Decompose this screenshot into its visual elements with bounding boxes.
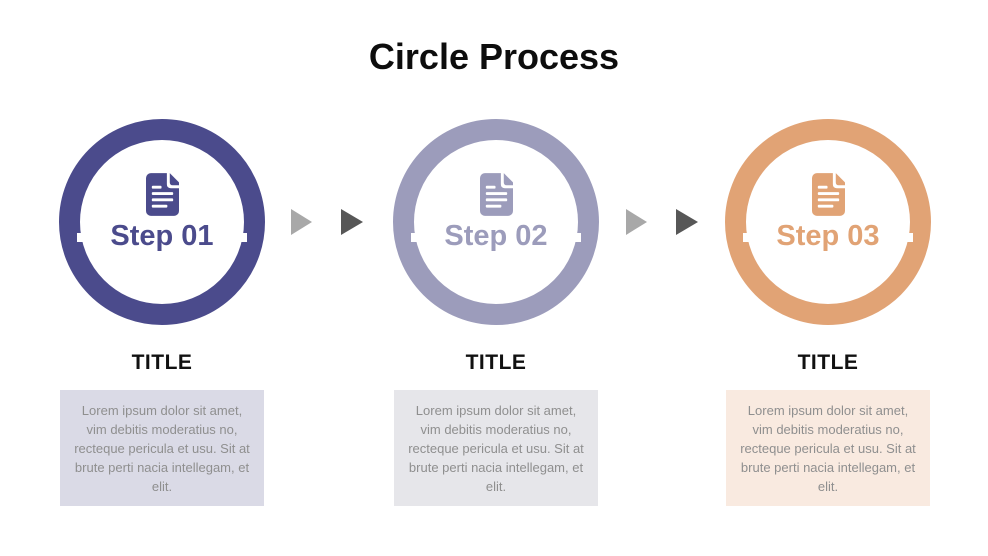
step-label: Step 03: [776, 220, 880, 253]
step-circle-1: Step 01: [59, 119, 265, 325]
arrow-right-icon: [676, 209, 698, 235]
section-title: TITLE: [465, 351, 527, 374]
ring-gap-right: [887, 233, 913, 242]
section-title: TITLE: [797, 351, 859, 374]
arrow-right-icon: [341, 209, 363, 235]
ring-gap-left: [77, 233, 103, 242]
ring-gap-right: [555, 233, 581, 242]
description-text: Lorem ipsum dolor sit amet, vim debitis …: [408, 402, 584, 494]
arrow-right-icon: [291, 209, 312, 235]
description-box: Lorem ipsum dolor sit amet, vim debitis …: [726, 390, 930, 506]
step-label: Step 01: [110, 220, 214, 253]
description-box: Lorem ipsum dolor sit amet, vim debitis …: [394, 390, 598, 506]
section-title: TITLE: [131, 351, 193, 374]
description-box: Lorem ipsum dolor sit amet, vim debitis …: [60, 390, 264, 506]
document-icon: [811, 173, 845, 216]
document-icon: [145, 173, 179, 216]
ring-gap-right: [221, 233, 247, 242]
arrow-right-icon: [626, 209, 647, 235]
step-label: Step 02: [444, 220, 548, 253]
step-circle-2: Step 02: [393, 119, 599, 325]
step-circle-3: Step 03: [725, 119, 931, 325]
ring-gap-left: [743, 233, 769, 242]
document-icon: [479, 173, 513, 216]
page-title: Circle Process: [368, 36, 620, 77]
description-text: Lorem ipsum dolor sit amet, vim debitis …: [74, 402, 250, 494]
ring-gap-left: [411, 233, 437, 242]
description-text: Lorem ipsum dolor sit amet, vim debitis …: [740, 402, 916, 494]
